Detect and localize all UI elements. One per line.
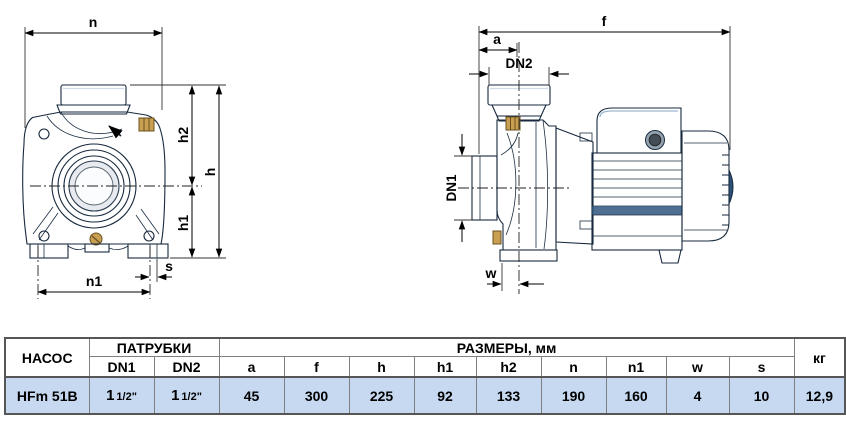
- side-view: f a DN2 DN1 w: [444, 13, 734, 294]
- dim-value-h: 225: [348, 376, 415, 415]
- dim-label-f: f: [602, 13, 607, 29]
- weight-header-cell: кг: [793, 337, 846, 378]
- dim-value-f: 300: [283, 376, 350, 415]
- ports-header-cell: ПАТРУБКИ: [88, 337, 220, 357]
- priming-plug: [505, 116, 521, 131]
- dim-h-group: h2 h h1: [130, 84, 226, 259]
- dim-label-dn2: DN2: [505, 56, 532, 71]
- drain-plug: [89, 232, 103, 246]
- bolt-hole: [38, 128, 50, 140]
- dim-value-w: 4: [665, 376, 730, 415]
- front-view: n h2 h h1 s n1: [22, 14, 226, 299]
- subheader-n1: n1: [605, 356, 667, 378]
- subheader-h: h: [348, 356, 415, 378]
- subheader-n: n: [540, 356, 607, 378]
- pump-model-cell: HFm 51B: [4, 376, 90, 415]
- dim-label-h: h: [202, 168, 218, 177]
- subheader-dn1: DN1: [88, 356, 155, 378]
- fill-plug: [138, 117, 155, 132]
- volute-line: [60, 111, 123, 134]
- dim-w: w: [485, 263, 544, 291]
- bolt-hole: [38, 230, 50, 242]
- dn1-whole: 1: [106, 387, 115, 404]
- subheader-h1: h1: [413, 356, 477, 378]
- front-discharge-port: [56, 84, 131, 115]
- subheader-dn2: DN2: [153, 356, 220, 378]
- subheader-s: s: [728, 356, 795, 378]
- motor-bracket: [555, 127, 594, 245]
- terminal-box: [596, 107, 682, 154]
- dim-value-s: 10: [728, 376, 795, 415]
- dim-label-s: s: [165, 258, 173, 274]
- drain-plug-side: [492, 230, 502, 245]
- front-feet: [29, 243, 169, 259]
- vent-slots: [722, 154, 729, 226]
- dn1-fraction: 1/2": [116, 391, 137, 403]
- weight-value-cell: 12,9: [793, 376, 846, 415]
- pump-header-cell: НАСОС: [4, 337, 90, 378]
- dim-label-a: a: [493, 31, 501, 47]
- dim-label-w: w: [485, 265, 497, 281]
- dim-n: n: [24, 14, 163, 128]
- dim-label-dn1: DN1: [444, 174, 459, 201]
- dim-s: s: [135, 258, 173, 281]
- dim-value-h2: 133: [475, 376, 542, 415]
- dim-label-n1: n1: [86, 273, 103, 289]
- dims-header-cell: РАЗМЕРЫ, мм: [218, 337, 795, 357]
- front-pump-body: [22, 111, 166, 245]
- cable-gland: [645, 130, 665, 150]
- dn2-whole: 1: [171, 387, 180, 404]
- dim-value-n: 190: [540, 376, 607, 415]
- dim-value-n1: 160: [605, 376, 667, 415]
- subheader-f: f: [283, 356, 350, 378]
- motor-body: [591, 152, 683, 264]
- dim-value-h1: 92: [413, 376, 477, 415]
- casing-foot: [499, 249, 558, 262]
- dim-value-a: 45: [218, 376, 285, 415]
- dim-label-h2: h2: [175, 127, 191, 144]
- fan-cover: [681, 130, 734, 242]
- dim-label-h1: h1: [175, 215, 191, 232]
- pump-technical-drawing: n h2 h h1 s n1: [22, 13, 734, 299]
- dn2-fraction: 1/2": [181, 391, 202, 403]
- motor-foot: [658, 249, 682, 264]
- subheader-h2: h2: [475, 356, 542, 378]
- dim-label-n: n: [89, 14, 98, 30]
- dim-n1: n1: [37, 273, 151, 296]
- dim-a: a: [478, 31, 518, 57]
- side-pump-casing: [496, 119, 558, 262]
- dim-dn2: DN2: [469, 56, 569, 85]
- specs-table: НАСОС ПАТРУБКИ РАЗМЕРЫ, мм кг DN1 DN2 a …: [4, 337, 846, 415]
- dim-f: f: [478, 13, 731, 154]
- dim-dn1: DN1: [444, 134, 473, 242]
- subheader-w: w: [665, 356, 730, 378]
- rotation-arrow-icon: [108, 125, 123, 139]
- subheader-a: a: [218, 356, 285, 378]
- bolt-hole: [143, 230, 155, 242]
